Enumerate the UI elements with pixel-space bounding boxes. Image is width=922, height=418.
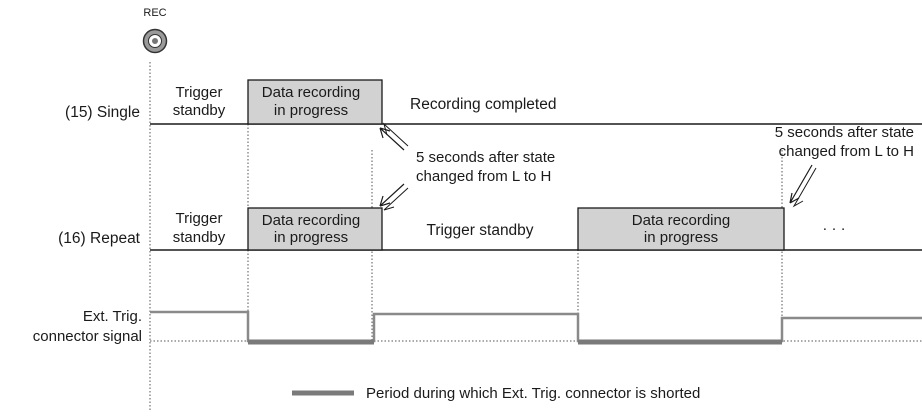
row-repeat-box1-line2: in progress: [274, 229, 348, 246]
arrow-down-shadow-2: [792, 167, 817, 208]
rec-label: REC: [143, 7, 166, 19]
row-single-standby-line2: standby: [173, 102, 226, 119]
row-repeat: (16) Repeat Trigger standby Data recordi…: [58, 207, 922, 251]
annotation-2-line1: 5 seconds after state: [775, 124, 914, 141]
row-single-box-line1: Data recording: [262, 84, 360, 101]
row-repeat-box1-line1: Data recording: [262, 212, 360, 229]
row-single-completed-text: Recording completed: [410, 96, 556, 113]
legend: Period during which Ext. Trig. connector…: [292, 385, 700, 402]
arrow-down-icon: [379, 183, 405, 207]
annotation-1-line2: changed from L to H: [416, 168, 551, 185]
annotation-2: 5 seconds after state changed from L to …: [775, 124, 914, 208]
signal-label-line1: Ext. Trig.: [83, 308, 142, 325]
row-single: (15) Single Trigger standby Data recordi…: [65, 79, 922, 125]
row-repeat-standby-line1: Trigger: [176, 210, 223, 227]
row-single-standby-line1: Trigger: [176, 84, 223, 101]
arrow-down-shadow: [383, 187, 409, 211]
row-single-label: (15) Single: [65, 104, 140, 121]
annotation-1-line1: 5 seconds after state: [416, 149, 555, 166]
row-single-box-line2: in progress: [274, 102, 348, 119]
row-repeat-ellipsis: · · ·: [822, 220, 845, 237]
annotation-2-line2: changed from L to H: [779, 143, 914, 160]
row-repeat-label: (16) Repeat: [58, 230, 141, 247]
row-repeat-middle-text: Trigger standby: [426, 222, 533, 239]
annotation-1: 5 seconds after state changed from L to …: [379, 122, 555, 211]
rec-button-center: [152, 38, 158, 44]
arrow-down-icon-2: [789, 164, 813, 204]
legend-text: Period during which Ext. Trig. connector…: [366, 385, 700, 402]
signal-label-line2: connector signal: [33, 328, 142, 345]
row-repeat-recording-box-1: [247, 207, 383, 251]
row-repeat-standby-line2: standby: [173, 229, 226, 246]
signal-waveform: [150, 310, 922, 343]
row-repeat-recording-box-2: [577, 207, 785, 251]
row-repeat-box2-line1: Data recording: [632, 212, 730, 229]
row-repeat-box2-line2: in progress: [644, 229, 718, 246]
rec-button[interactable]: REC: [142, 7, 168, 54]
signal-row: Ext. Trig. connector signal: [33, 308, 922, 345]
arrow-up-shadow: [383, 122, 409, 147]
row-single-recording-box: [247, 79, 383, 125]
